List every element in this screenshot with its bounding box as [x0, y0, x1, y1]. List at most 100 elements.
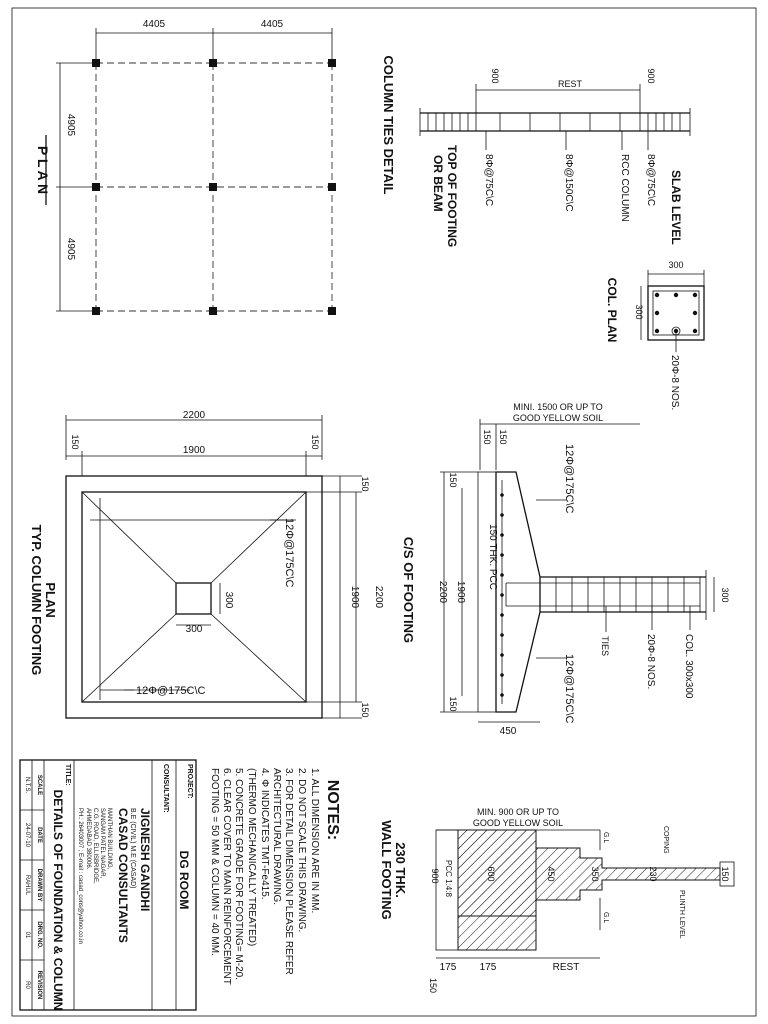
cs-label-bars: 20Φ-8 NOS. — [645, 634, 656, 689]
wf-gl-1: G.L — [602, 832, 609, 843]
tb-h-dwg: DRG. NO. — [36, 921, 42, 949]
col-plan-dim-w: 300 — [668, 260, 683, 270]
cs-dim-2200: 2200 — [437, 581, 448, 604]
fp-dim-2200-right: 2200 — [373, 586, 384, 609]
notes-title: NOTES: — [324, 780, 341, 840]
cs-dim-150-left: 150 — [448, 472, 458, 487]
wf-dim-150: 150 — [720, 866, 730, 881]
column-marker — [328, 59, 336, 67]
note-line-6: (THERMO MECHANICALLY TREATED) — [246, 768, 257, 946]
wf-dim-150-bottom: 150 — [428, 978, 438, 993]
fp-bar-2: 12Φ@175C\C — [136, 685, 206, 697]
wf-plinth: PLINTH LEVEL — [678, 890, 685, 939]
tb-h-scale: SCALE — [36, 775, 42, 795]
wf-dim-175-a: 175 — [440, 962, 457, 973]
note-line-5: 4. Φ INDICATES TMT-Fe415. — [259, 768, 270, 900]
ties-label-top-2: OR BEAM — [431, 155, 445, 212]
title-block: PROJECT: DG ROOM CONSULTANT: JIGNESH GAN… — [19, 759, 197, 1011]
wf-coping — [719, 861, 735, 887]
cs-dim-300: 300 — [720, 587, 730, 602]
dim-left-1: 4905 — [65, 114, 76, 137]
note-line-3: 3. FOR DETAIL DIMENSION PLEASE REFER — [283, 768, 294, 975]
cs-min-2: GOOD YELLOW SOIL — [513, 413, 603, 423]
column-marker — [209, 183, 217, 191]
dim-left-2: 4905 — [65, 238, 76, 261]
column-marker — [328, 183, 336, 191]
fp-dim-150-c: 150 — [360, 476, 370, 491]
wf-coping-label: COPING — [662, 826, 669, 854]
tb-firm: CASAD CONSULTANTS — [116, 808, 130, 943]
cs-dim-450: 450 — [500, 726, 517, 737]
column-marker — [92, 183, 100, 191]
cs-dim-150-bottom: 150 — [448, 696, 458, 711]
tb-contact: PH.: 26403007 ; E-mail : casad_cons@yaho… — [77, 808, 83, 944]
fp-dim-col-300-a: 300 — [186, 624, 203, 635]
col-plan-title: COL. PLAN — [605, 278, 619, 343]
tb-v-date: 24-07-10 — [24, 823, 30, 848]
cs-min-1: MINI. 1500 OR UP TO — [513, 402, 603, 412]
wf-dim-175-b: 175 — [480, 962, 497, 973]
tb-h-rev: REVISION — [36, 971, 42, 1000]
tb-project: DG ROOM — [177, 851, 191, 910]
notes-block: NOTES: 1. ALL DIMENSION ARE IN MM. 2. DO… — [209, 768, 341, 985]
cs-bar-top: 12Φ@175C\C — [563, 444, 575, 514]
tb-v-dwg: 01 — [24, 932, 30, 939]
tb-degree: B.E (CIVIL) M.E (CASAD) — [129, 808, 136, 889]
tb-v-rev: R0 — [24, 981, 30, 989]
wf-min-2: GOOD YELLOW SOIL — [473, 818, 563, 828]
tb-addr-4: AHMEDABAD 380006. — [85, 808, 91, 870]
column-layout-plan: 4405 4405 4905 4905 P L A N — [35, 19, 336, 315]
note-line-4: ARCHITECTURAL DRAWING. — [271, 768, 282, 905]
column-marker — [92, 307, 100, 315]
tb-h-date: DATE — [36, 827, 42, 843]
tb-consultant-label: CONSULTANT: — [162, 764, 169, 813]
footing-top — [81, 491, 307, 703]
ties-label-end-a: 8Φ@75C\C — [483, 154, 494, 206]
tb-addr-1: MANTHAN BUILDING, — [106, 808, 112, 870]
sheet-border — [11, 7, 757, 1017]
wf-dim-230: 230 — [648, 866, 658, 881]
cs-label-col: COL. 300x300 — [683, 634, 694, 699]
tb-addr-3: C.G. ROAD, ELLISBRIDGE, — [92, 808, 98, 884]
fp-dim-2200-top: 2200 — [183, 410, 206, 421]
column-marker — [328, 307, 336, 315]
tb-addr-2: SANGAM PATEL NAGAR, — [99, 808, 105, 879]
wall-footing: 230 THK. WALL FOOTING MIN. 900 OR UP TO … — [379, 807, 735, 993]
fp-dim-1900-top: 1900 — [183, 445, 206, 456]
ties-label-end-b: 8Φ@75C\C — [645, 154, 656, 206]
column-marker — [92, 59, 100, 67]
cs-pcc — [477, 471, 497, 713]
note-line-2: 2. DO NOT SCALE THIS DRAWING. — [296, 768, 307, 932]
cs-dim-150-top: 150 — [482, 429, 492, 444]
col-plan-dim-h: 300 — [634, 304, 644, 319]
cs-title: C/S OF FOOTING — [401, 537, 416, 643]
ties-title: COLUMN TIES DETAIL — [381, 55, 396, 194]
column-ties-detail: COLUMN TIES DETAIL 900 REST 900 — [381, 55, 691, 247]
tb-project-label: PROJECT: — [186, 764, 193, 799]
tb-v-drawn: RAHUL — [24, 875, 30, 896]
wf-dim-450: 450 — [546, 866, 556, 881]
cs-bar-bottom: 12Φ@175C\C — [563, 654, 575, 724]
footing-plan: 2200 1900 150 150 12Φ@175C\C 12Φ@175C\C … — [29, 410, 384, 719]
dim-top-2: 4405 — [261, 19, 284, 30]
tb-title: DETAILS OF FOUNDATION & COLUMN — [51, 790, 65, 1011]
ties-label-top: TOP OF FOOTING — [445, 145, 459, 247]
tb-v-scale: N.T.S. — [24, 777, 30, 794]
fp-subtitle: TYP. COLUMN FOOTING — [29, 525, 44, 676]
wf-dim-rest: REST — [553, 962, 580, 973]
plan-title: P L A N — [35, 146, 51, 194]
fp-title: PLAN — [43, 582, 58, 617]
ties-label-slab: SLAB LEVEL — [669, 170, 683, 245]
note-line-1: 1. ALL DIMENSION ARE IN MM. — [309, 768, 320, 913]
wf-pcc-label: PCC 1:4:8 — [444, 860, 453, 897]
col-plan-detail: 300 300 20Φ-8 NOS. COL. PLAN — [605, 260, 705, 410]
note-line-7: 5. CONCRETE GRADE FOR FOOTING= M-20. — [233, 768, 244, 980]
wf-dim-900: 900 — [430, 868, 440, 883]
note-line-8: 6. CLEAR COVER TO MAIN REINFORCEMENT — [221, 768, 232, 985]
fp-dim-1900-right: 1900 — [349, 586, 360, 609]
fp-bar-1: 12Φ@175C\C — [283, 518, 295, 588]
ties-dim-900-a: 900 — [490, 68, 500, 83]
footing-section: MINI. 1500 OR UP TO GOOD YELLOW SOIL 150… — [401, 402, 730, 737]
tb-engineer: JIGNESH GANDHI — [138, 808, 152, 911]
